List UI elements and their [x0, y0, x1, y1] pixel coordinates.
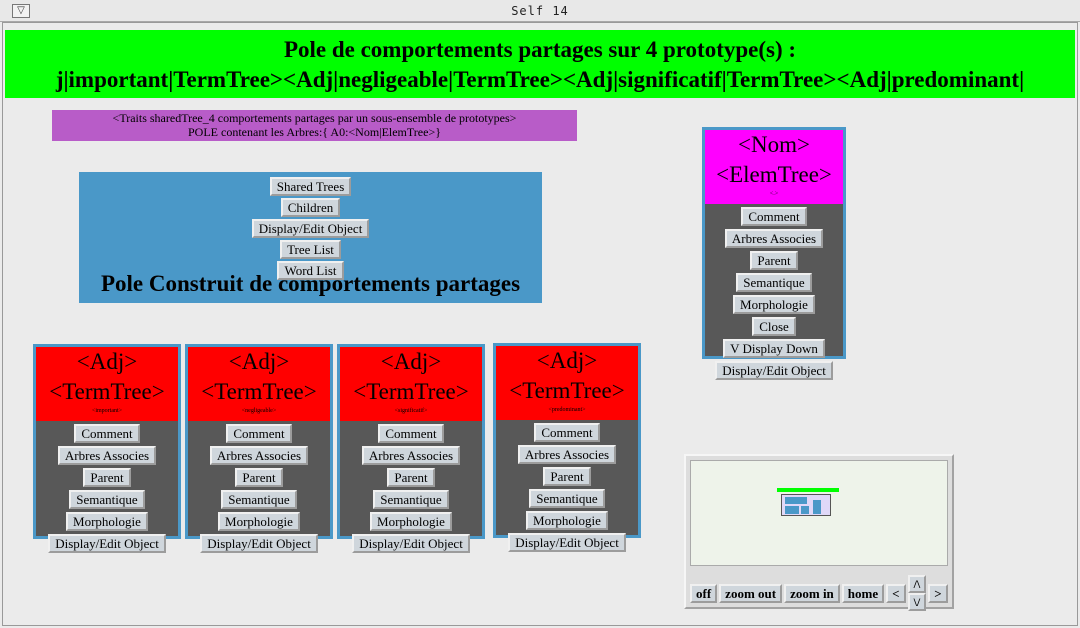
window-titlebar: ▽ Self 14	[0, 0, 1080, 22]
node-category: <Adj>	[380, 349, 442, 374]
semantique-button[interactable]: Semantique	[373, 490, 449, 509]
display-edit-object-button[interactable]: Display/Edit Object	[352, 534, 470, 553]
node-type: <ElemTree>	[716, 162, 832, 187]
morphologie-button[interactable]: Morphologie	[370, 512, 452, 531]
overview-navigator: off zoom out zoom in home < /\ \/ >	[684, 454, 954, 611]
adj-node-negligeable: <Adj> <TermTree> <negligeable> Comment A…	[185, 344, 333, 553]
node-header[interactable]: <Adj> <TermTree> <important>	[36, 347, 178, 421]
navigator-controls: off zoom out zoom in home < /\ \/ >	[690, 575, 948, 611]
pan-right-button[interactable]: >	[928, 583, 948, 603]
node-category: <Nom>	[738, 132, 810, 157]
pan-vertical-group: /\ \/	[907, 575, 927, 611]
parent-button[interactable]: Parent	[235, 468, 283, 487]
window-title: Self 14	[511, 4, 569, 18]
zoom-out-button[interactable]: zoom out	[719, 583, 783, 603]
display-edit-object-button[interactable]: Display/Edit Object	[715, 361, 833, 380]
node-header[interactable]: <Adj> <TermTree> <negligeable>	[188, 347, 330, 421]
node-button-group: Comment Arbres Associes Parent Semantiqu…	[496, 420, 638, 552]
morphologie-button[interactable]: Morphologie	[526, 511, 608, 530]
shared-trees-button[interactable]: Shared Trees	[269, 177, 352, 196]
node-type: <TermTree>	[509, 378, 625, 403]
node-word: <negligeable>	[241, 408, 277, 414]
tree-list-button[interactable]: Tree List	[280, 240, 341, 259]
pole-header-prototypes: j|important|TermTree><Adj|negligeable|Te…	[55, 67, 1025, 92]
node-category: <Adj>	[536, 348, 598, 373]
window-frame	[2, 22, 1078, 626]
pole-header-title: Pole de comportements partages sur 4 pro…	[283, 37, 797, 62]
window-menu-button[interactable]: ▽	[12, 4, 30, 18]
parent-button[interactable]: Parent	[543, 467, 591, 486]
adj-node-significatif: <Adj> <TermTree> <significatif> Comment …	[337, 344, 485, 553]
parent-button[interactable]: Parent	[387, 468, 435, 487]
display-edit-object-button[interactable]: Display/Edit Object	[48, 534, 166, 553]
comment-button[interactable]: Comment	[74, 424, 140, 443]
traits-description: <Traits sharedTree_4 comportements parta…	[112, 111, 517, 125]
node-category: <Adj>	[76, 349, 138, 374]
node-word: <predominant>	[548, 407, 586, 413]
semantique-button[interactable]: Semantique	[529, 489, 605, 508]
arbres-associes-button[interactable]: Arbres Associes	[724, 229, 824, 248]
node-word: <.>	[769, 191, 779, 197]
arbres-associes-button[interactable]: Arbres Associes	[57, 446, 157, 465]
word-list-button[interactable]: Word List	[277, 261, 344, 280]
pole-box: Shared Trees Children Display/Edit Objec…	[79, 172, 542, 303]
pole-button-group: Shared Trees Children Display/Edit Objec…	[79, 176, 542, 281]
node-header[interactable]: <Nom> <ElemTree> <.>	[705, 130, 843, 204]
home-button[interactable]: home	[841, 583, 885, 603]
arbres-associes-button[interactable]: Arbres Associes	[517, 445, 617, 464]
node-button-group: Comment Arbres Associes Parent Semantiqu…	[705, 204, 843, 380]
display-edit-object-button[interactable]: Display/Edit Object	[251, 219, 370, 238]
comment-button[interactable]: Comment	[741, 207, 807, 226]
nom-node-elemtree: <Nom> <ElemTree> <.> Comment Arbres Asso…	[702, 127, 846, 380]
parent-button[interactable]: Parent	[750, 251, 798, 270]
morphologie-button[interactable]: Morphologie	[66, 512, 148, 531]
arbres-associes-button[interactable]: Arbres Associes	[209, 446, 309, 465]
children-button[interactable]: Children	[280, 198, 341, 217]
node-button-group: Comment Arbres Associes Parent Semantiqu…	[188, 421, 330, 553]
node-header[interactable]: <Adj> <TermTree> <predominant>	[496, 346, 638, 420]
node-category: <Adj>	[228, 349, 290, 374]
comment-button[interactable]: Comment	[378, 424, 444, 443]
pan-left-button[interactable]: <	[886, 583, 906, 603]
node-word: <important>	[91, 408, 123, 414]
traits-pole-trees: POLE contenant les Arbres:{ A0:<Nom|Elem…	[188, 125, 441, 139]
node-header[interactable]: <Adj> <TermTree> <significatif>	[340, 347, 482, 421]
pole-caption: Pole Construit de comportements partages	[100, 271, 521, 296]
traits-box[interactable]: <Traits sharedTree_4 comportements parta…	[52, 110, 577, 141]
adj-node-predominant: <Adj> <TermTree> <predominant> Comment A…	[493, 343, 641, 552]
display-edit-object-button[interactable]: Display/Edit Object	[200, 534, 318, 553]
pan-down-button[interactable]: \/	[907, 593, 927, 611]
semantique-button[interactable]: Semantique	[736, 273, 812, 292]
parent-button[interactable]: Parent	[83, 468, 131, 487]
adj-node-important: <Adj> <TermTree> <important> Comment Arb…	[33, 344, 181, 553]
pan-up-button[interactable]: /\	[907, 575, 927, 593]
close-button[interactable]: Close	[752, 317, 796, 336]
arbres-associes-button[interactable]: Arbres Associes	[361, 446, 461, 465]
node-type: <TermTree>	[49, 379, 165, 404]
comment-button[interactable]: Comment	[534, 423, 600, 442]
overview-viewport[interactable]	[690, 460, 948, 566]
comment-button[interactable]: Comment	[226, 424, 292, 443]
morphologie-button[interactable]: Morphologie	[218, 512, 300, 531]
off-button[interactable]: off	[690, 583, 718, 603]
semantique-button[interactable]: Semantique	[69, 490, 145, 509]
node-type: <TermTree>	[353, 379, 469, 404]
node-button-group: Comment Arbres Associes Parent Semantiqu…	[36, 421, 178, 553]
node-word: <significatif>	[394, 408, 428, 414]
semantique-button[interactable]: Semantique	[221, 490, 297, 509]
morphologie-button[interactable]: Morphologie	[733, 295, 815, 314]
display-down-button[interactable]: V Display Down	[723, 339, 825, 358]
node-button-group: Comment Arbres Associes Parent Semantiqu…	[340, 421, 482, 553]
display-edit-object-button[interactable]: Display/Edit Object	[508, 533, 626, 552]
node-type: <TermTree>	[201, 379, 317, 404]
overview-thumbnail[interactable]	[777, 488, 839, 520]
pole-header: Pole de comportements partages sur 4 pro…	[5, 30, 1075, 98]
zoom-in-button[interactable]: zoom in	[784, 583, 840, 603]
